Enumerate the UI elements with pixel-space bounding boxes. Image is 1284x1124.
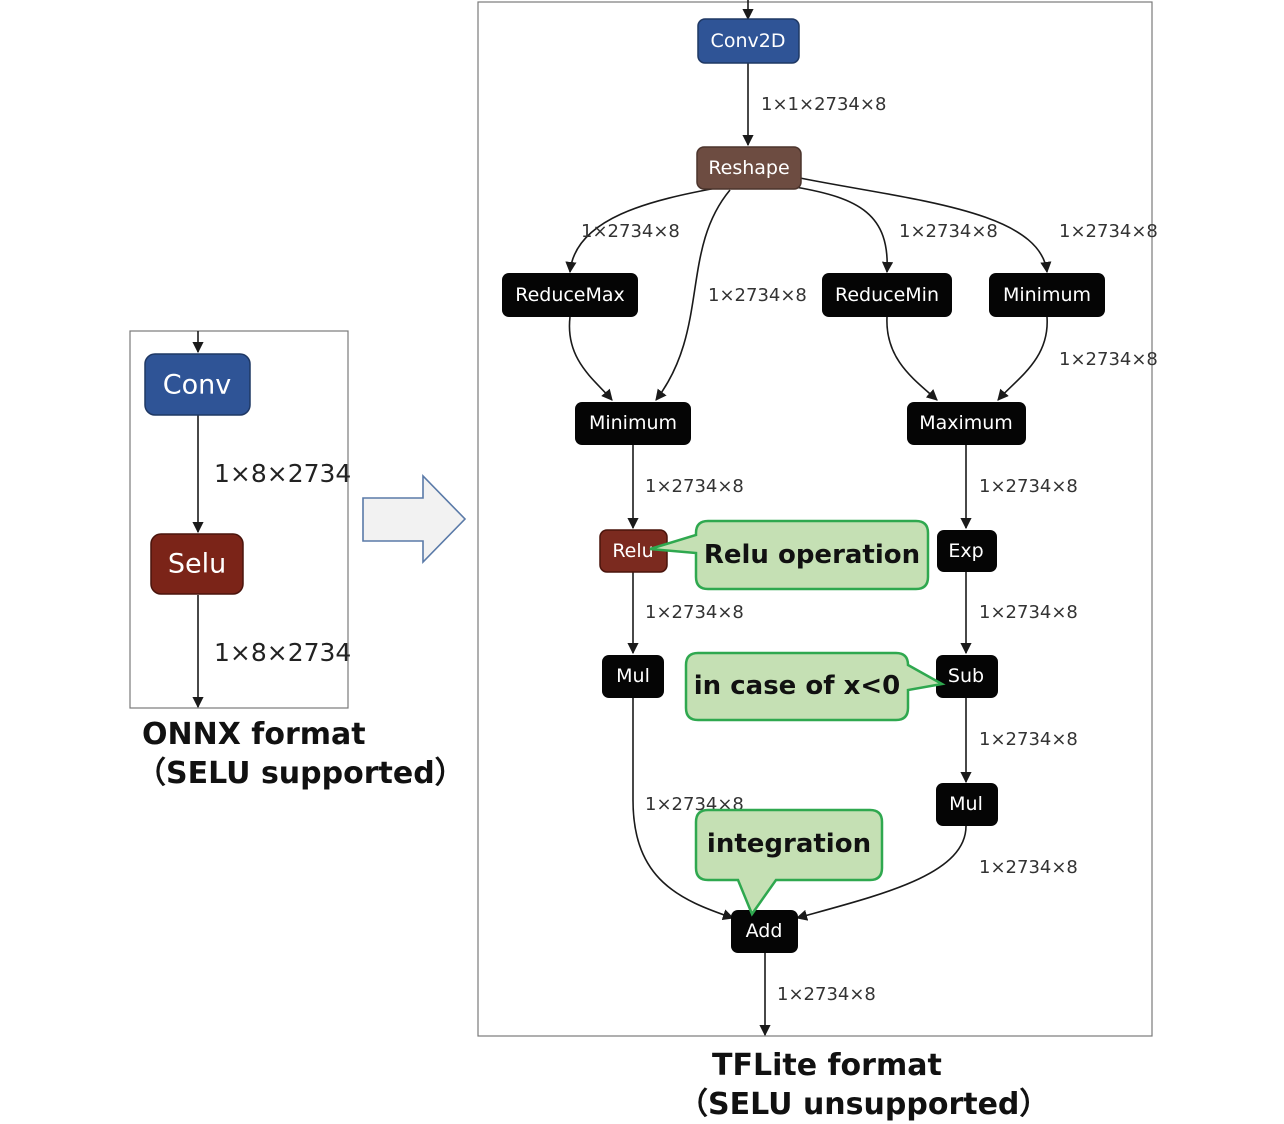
- callout-negative: in case of x<0: [684, 651, 946, 722]
- edge-label-conv2d-reshape: 1×1×2734×8: [761, 94, 886, 115]
- edge-reshape-reducemax: [565, 186, 723, 274]
- node-sub[interactable]: Sub: [936, 655, 998, 698]
- node-selu[interactable]: Selu: [150, 533, 244, 595]
- edge-reshape-minimum-mid: [655, 189, 731, 401]
- node-minimum-mid-label: Minimum: [589, 412, 677, 434]
- node-minimum-mid[interactable]: Minimum: [575, 402, 691, 445]
- edge-label-relu-mul: 1×2734×8: [645, 602, 744, 623]
- edge-reducemin-maximum: [886, 316, 938, 401]
- node-add[interactable]: Add: [731, 910, 798, 953]
- node-relu-label: Relu: [612, 540, 653, 562]
- node-reducemin[interactable]: ReduceMin: [822, 273, 952, 317]
- edge-mul-right-add: [795, 825, 967, 921]
- node-maximum[interactable]: Maximum: [907, 402, 1026, 445]
- edge-label-maximum-exp: 1×2734×8: [979, 476, 1078, 497]
- edge-label-reshape-reducemax: 1×2734×8: [581, 221, 680, 242]
- edge-label-minimum-relu: 1×2734×8: [645, 476, 744, 497]
- edge-label-add-out: 1×2734×8: [777, 984, 876, 1005]
- edge-label-selu-out: 1×8×2734: [214, 638, 351, 667]
- tflite-caption-line2: （SELU unsupported）: [678, 1087, 1049, 1122]
- node-sub-label: Sub: [948, 665, 984, 687]
- node-reshape[interactable]: Reshape: [696, 146, 802, 190]
- node-conv[interactable]: Conv: [144, 353, 251, 416]
- callout-integration: integration: [694, 808, 884, 917]
- node-minimum-top-label: Minimum: [1003, 284, 1091, 306]
- node-reshape-label: Reshape: [708, 157, 789, 179]
- callout-relu-text: Relu operation: [704, 540, 920, 570]
- node-maximum-label: Maximum: [919, 412, 1013, 434]
- edge-mul-add: [632, 698, 735, 921]
- edge-reshape-minimum-top: [799, 177, 1052, 274]
- edge-label-exp-sub: 1×2734×8: [979, 602, 1078, 623]
- node-reducemax[interactable]: ReduceMax: [502, 273, 638, 317]
- edge-label-conv-selu: 1×8×2734: [214, 459, 351, 488]
- node-relu[interactable]: Relu: [599, 529, 668, 573]
- node-minimum-top[interactable]: Minimum: [989, 273, 1105, 317]
- node-mul-right[interactable]: Mul: [936, 783, 998, 826]
- node-conv2d[interactable]: Conv2D: [697, 18, 800, 64]
- edge-label-reshape-minimum-top: 1×2734×8: [1059, 221, 1158, 242]
- node-add-label: Add: [746, 920, 783, 942]
- edge-label-minimum-top-maximum: 1×2734×8: [1059, 349, 1158, 370]
- node-conv2d-label: Conv2D: [711, 30, 786, 52]
- callout-negative-text: in case of x<0: [694, 671, 900, 701]
- edge-label-mul-right-add: 1×2734×8: [979, 857, 1078, 878]
- onnx-frame: [129, 330, 349, 709]
- edge-reshape-reducemin: [794, 186, 894, 274]
- node-mul-left[interactable]: Mul: [602, 655, 664, 698]
- node-conv-label: Conv: [163, 370, 231, 401]
- edge-reducemax-minimum: [568, 316, 613, 401]
- edge-label-sub-mul: 1×2734×8: [979, 729, 1078, 750]
- node-mul-left-label: Mul: [616, 665, 650, 687]
- callout-relu: Relu operation: [649, 519, 930, 591]
- edge-minimum-maximum: [997, 316, 1048, 401]
- node-mul-right-label: Mul: [949, 793, 983, 815]
- node-selu-label: Selu: [168, 549, 226, 580]
- node-exp[interactable]: Exp: [937, 530, 997, 572]
- tflite-caption-line1: TFLite format: [712, 1048, 942, 1083]
- tflite-frame: [477, 1, 1153, 1037]
- onnx-caption-line1: ONNX format: [142, 717, 366, 752]
- onnx-caption-line2: （SELU supported）: [136, 756, 465, 791]
- tflite-edges: [565, 0, 1052, 1037]
- node-reducemin-label: ReduceMin: [835, 284, 939, 306]
- tflite-edge-labels: 1×1×2734×8 1×2734×8 1×2734×8 1×2734×8 1×…: [581, 94, 1158, 1005]
- node-exp-label: Exp: [948, 540, 983, 562]
- edge-label-reshape-reducemin: 1×2734×8: [899, 221, 998, 242]
- right-arrow-icon: [362, 474, 467, 564]
- edge-label-reshape-minimum-mid: 1×2734×8: [708, 285, 807, 306]
- node-reducemax-label: ReduceMax: [515, 284, 625, 306]
- callout-integration-text: integration: [707, 829, 871, 859]
